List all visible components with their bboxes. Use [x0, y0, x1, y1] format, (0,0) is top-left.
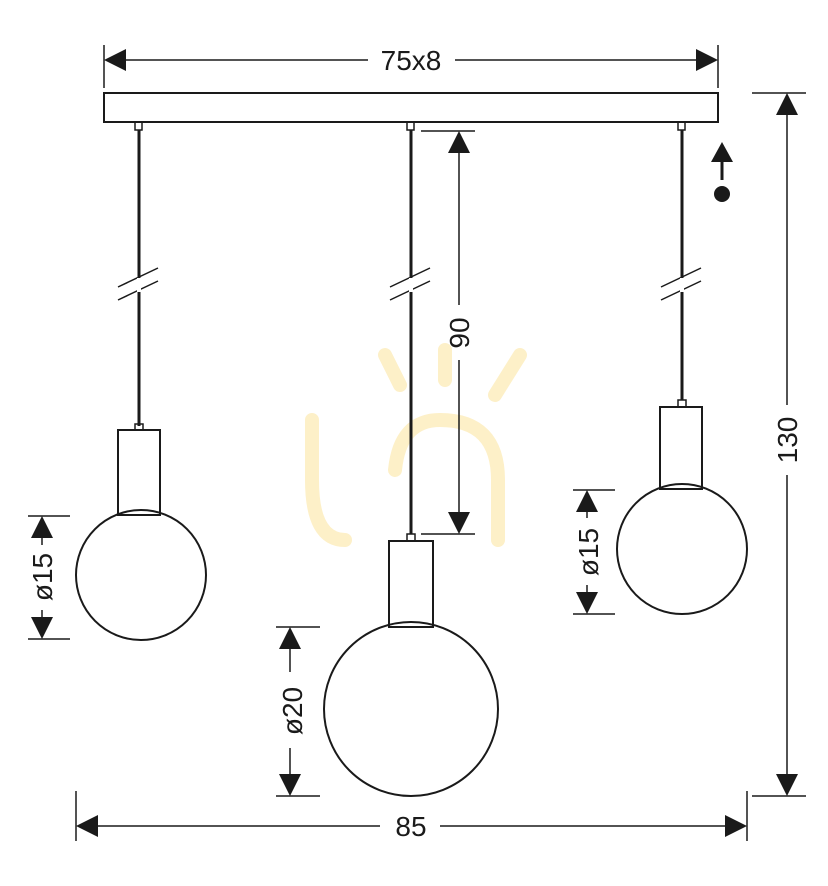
right-globe-diameter-label: ø15: [573, 528, 604, 576]
total-width-dimension: [75, 791, 748, 841]
canopy-dimension-label: 75x8: [381, 45, 442, 76]
left-pendant: [75, 121, 207, 641]
watermark-logo: [305, 343, 527, 547]
total-height-dimension: [752, 92, 806, 797]
left-globe-dimension: [28, 515, 70, 640]
adjustable-height-icon: [711, 142, 733, 202]
center-pendant: [323, 121, 499, 797]
center-globe-dimension: [276, 626, 320, 797]
right-pendant: [616, 121, 748, 615]
ceiling-canopy: [103, 92, 719, 123]
right-globe-dimension: [573, 489, 615, 615]
left-globe-diameter-label: ø15: [27, 553, 58, 601]
cable-length-label: 90: [444, 317, 475, 348]
total-height-label: 130: [772, 417, 803, 464]
canopy-dimension: [103, 45, 719, 88]
total-width-label: 85: [395, 811, 426, 842]
center-globe-diameter-label: ø20: [277, 687, 308, 735]
cable-length-dimension: [421, 130, 475, 535]
